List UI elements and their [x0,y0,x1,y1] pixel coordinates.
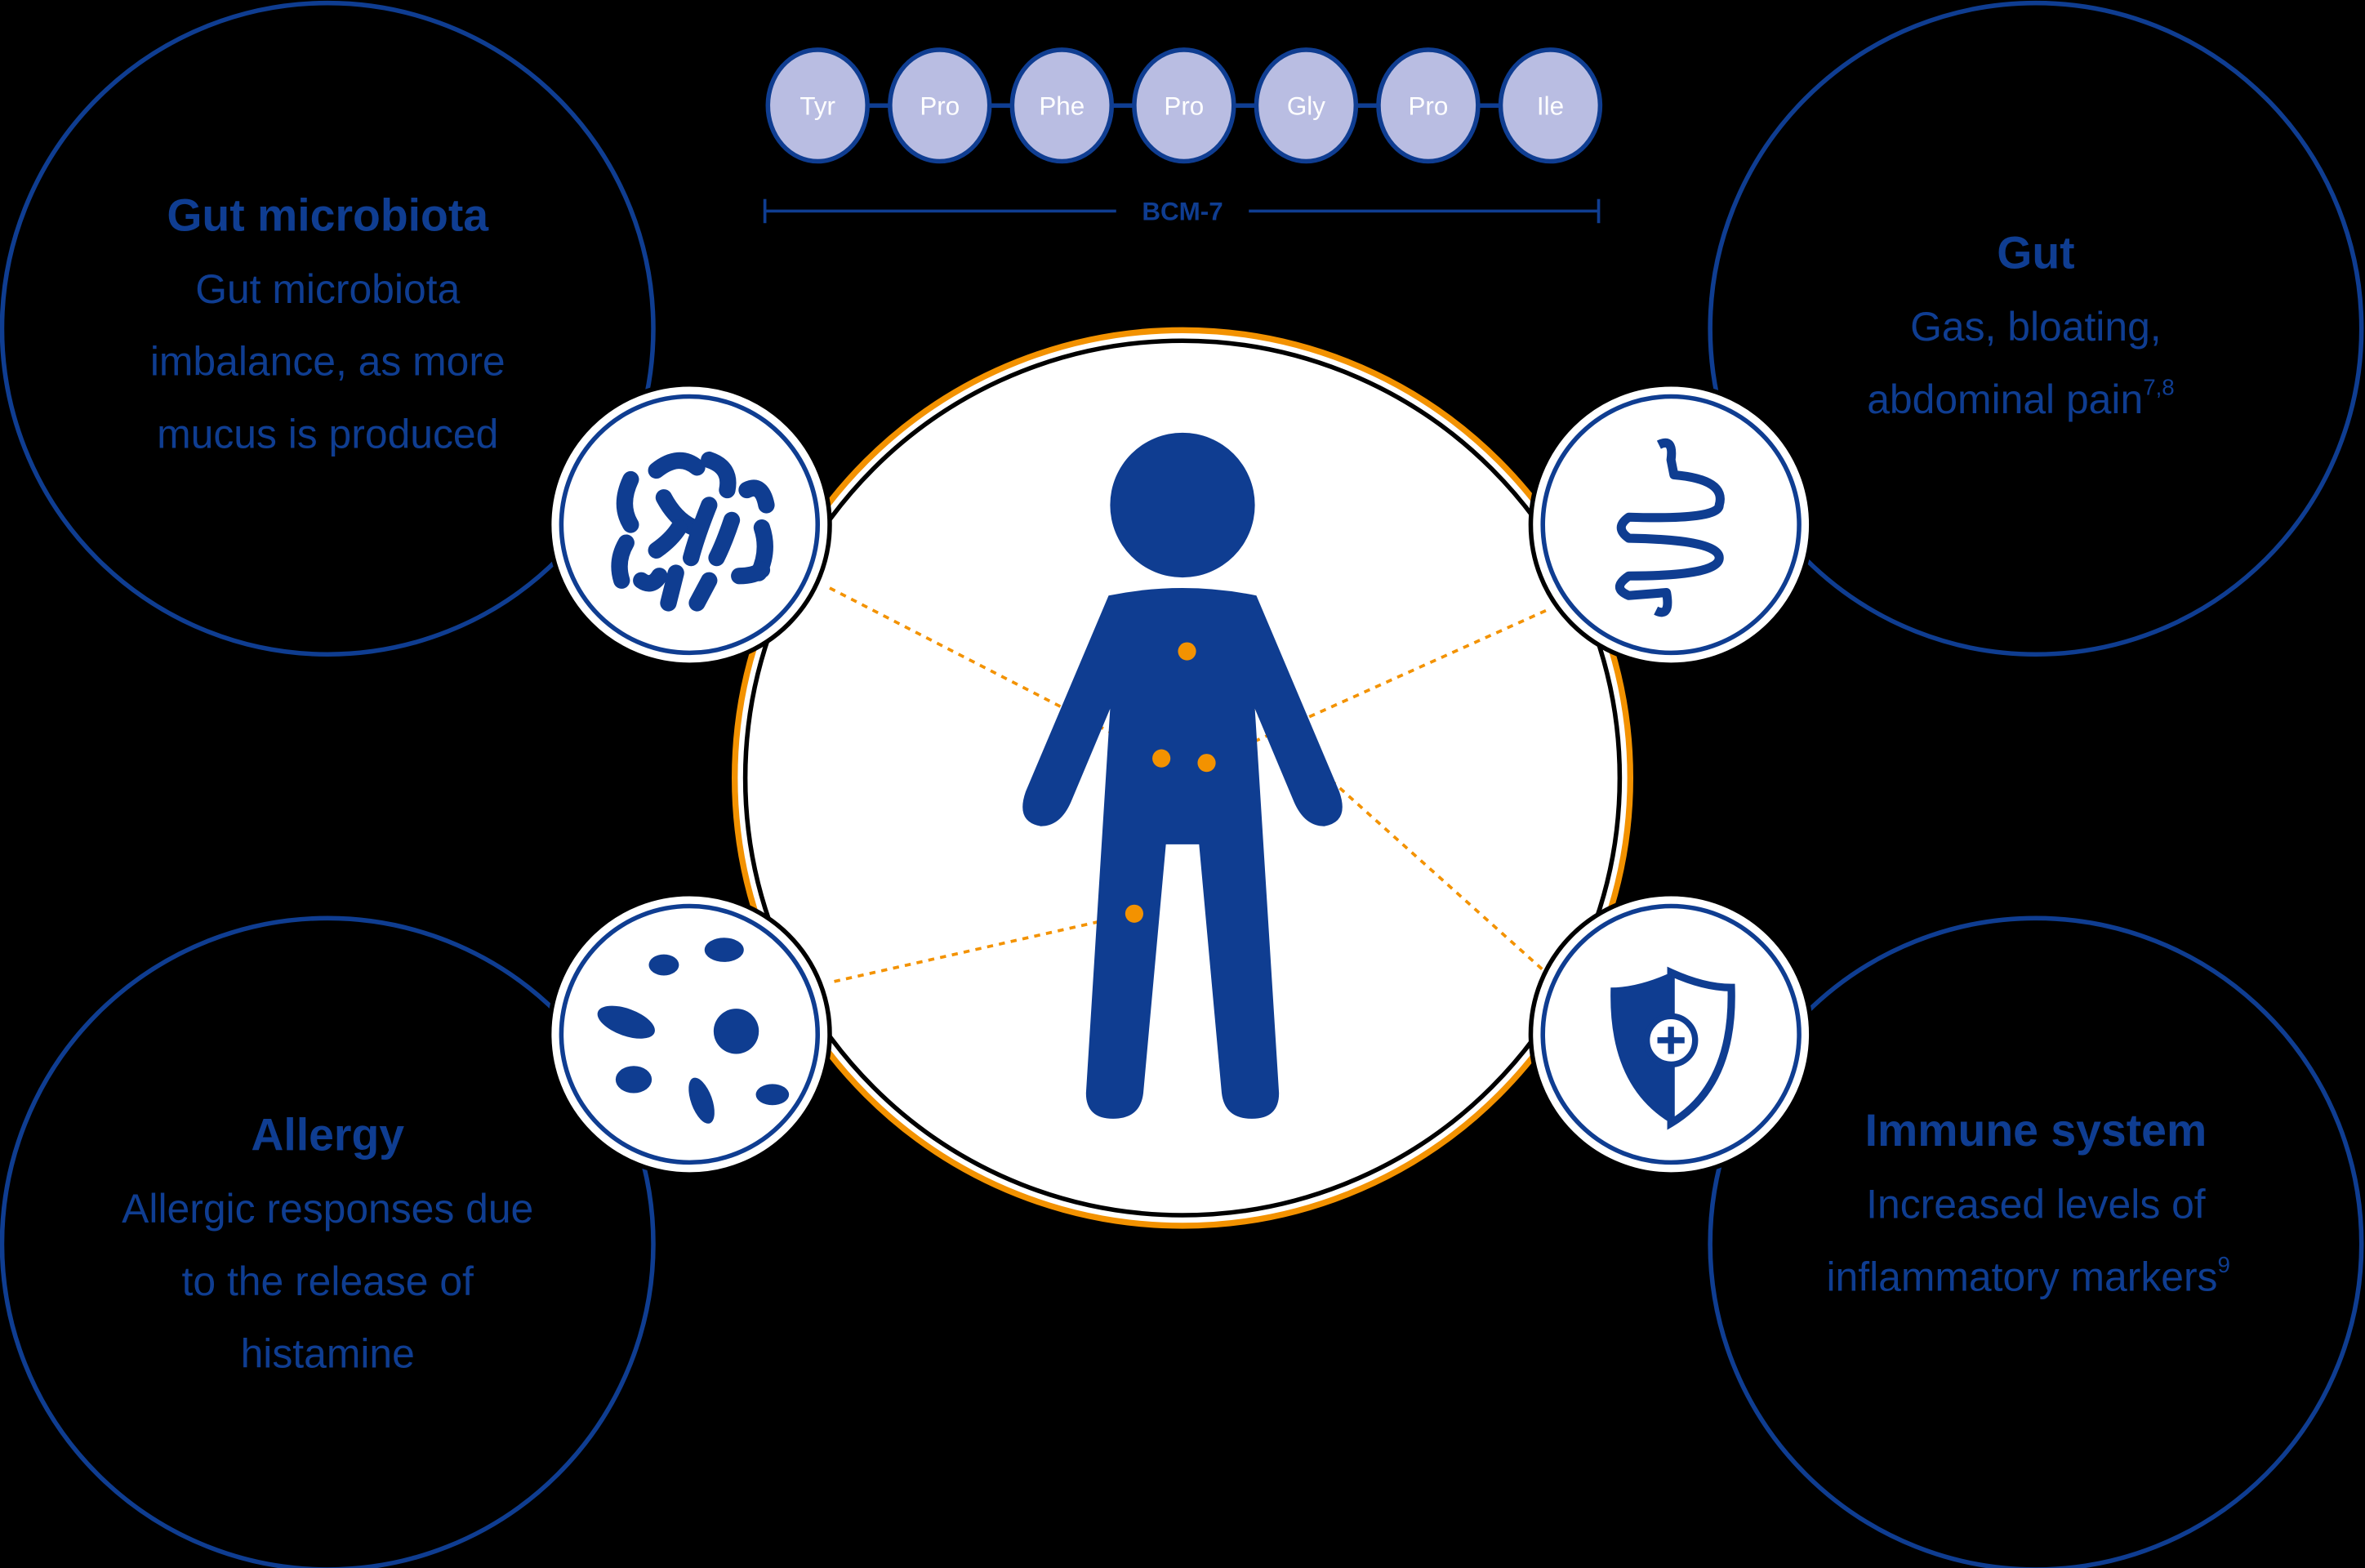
amino-acid-bead [1376,47,1481,164]
gut-microbiota-text: Gut microbiota [195,266,460,312]
immune-text: Increased levels of [1866,1182,2206,1227]
amino-acid-label: Gly [1287,91,1325,120]
gut-title: Gut [1997,228,2074,278]
immune-text: inflammatory markers9 [1826,1252,2229,1299]
bacteria-icon [546,382,832,667]
bcm7-label: BCM-7 [1142,198,1223,226]
peptide-chain: Tyr Pro Phe Pro Gly Pro Ile BCM-7 [763,47,1603,226]
allergy-title: Allergy [251,1110,404,1160]
gut-microbiota-text: mucus is produced [157,411,498,457]
gut-panel [1708,0,2364,657]
allergy-text: Allergic responses due [122,1186,533,1232]
intestine-icon [1528,382,1814,667]
amino-acid-bead [1132,47,1236,164]
allergy-text: to the release of [182,1258,474,1304]
amino-acid-label: Phe [1039,91,1085,120]
gut-microbiota-title: Gut microbiota [167,189,489,240]
amino-acid-label: Pro [1164,91,1204,120]
amino-acid-bead [765,47,870,164]
amino-acid-label: Pro [1409,91,1449,120]
gut-text: abdominal pain7,8 [1867,375,2174,422]
shield-icon [1528,892,1814,1177]
gut-text: Gas, bloating, [1910,304,2161,350]
body-points [1125,642,1216,923]
immune-panel [1708,915,2364,1568]
connector-lines [829,586,1548,983]
amino-acid-bead [1498,47,1603,164]
person-icon [1022,432,1343,1119]
amino-acid-bead [1009,47,1115,164]
gut-microbiota-text: imbalance, as more [150,339,506,385]
allergy-panel [0,915,656,1568]
amino-acid-label: Tyr [799,91,835,120]
amino-acid-label: Ile [1537,91,1564,120]
gut-microbiota-panel [0,1,656,657]
amino-acid-bead [1254,47,1359,164]
amino-acid-bead [888,47,992,164]
amino-acid-label: Pro [920,91,960,120]
immune-title: Immune system [1865,1105,2207,1156]
allergy-text: histamine [241,1330,415,1376]
microbes-icon [546,892,832,1177]
